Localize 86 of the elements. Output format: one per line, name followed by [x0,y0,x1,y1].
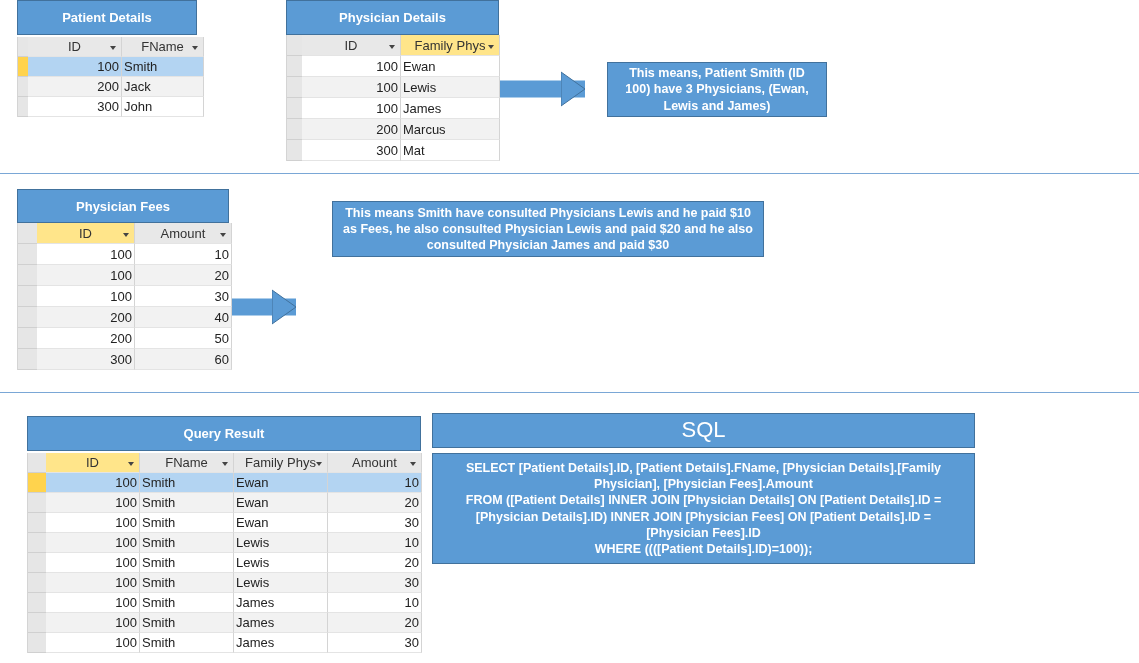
table-cell: Lewis [234,553,328,573]
table-cell: Marcus [401,119,500,140]
table-title: Patient Details [17,0,197,35]
table-cell: 200 [37,307,135,328]
table-cell: 100 [37,265,135,286]
table-title: Physician Details [286,0,499,35]
table-cell: 300 [302,140,401,161]
table-cell: 100 [302,56,401,77]
table-cell: James [234,593,328,613]
column-header: ID [46,453,140,473]
block-arrow [231,289,297,325]
sql-query-text: FROM ([Patient Details] INNER JOIN [Physician Details] ON [Patient Details].ID = [Physician Details].ID) INNER JOIN [Physician Fees] ON [Patient Details].ID = [Physician Fees].ID [464,492,943,541]
table-cell: Jack [122,77,204,97]
table-cell: Smith [140,493,234,513]
sql-query-text: SELECT [Patient Details].ID, [Patient Details].FName, [Physician Details].[Family Physician], [Physician Fees].Amount [464,459,943,493]
table-cell: James [234,613,328,633]
column-header: ID [28,37,122,57]
note-box: This means Smith have consulted Physicians Lewis and he paid $10 as Fees, he also consulted Physician Lewis and paid $20 and he also consulted Physician James and paid $30 [332,201,764,257]
table-cell: Ewan [401,56,500,77]
table-cell: 20 [328,553,422,573]
table-cell: Smith [140,613,234,633]
table-cell: Lewis [234,533,328,553]
column-header: Family Phys [234,453,328,473]
table-cell: Smith [140,533,234,553]
table-cell: Mat [401,140,500,161]
table-cell: Smith [140,593,234,613]
table-cell: Lewis [401,77,500,98]
table-title: Physician Fees [17,189,229,223]
column-header: ID [37,223,135,244]
table-cell: 100 [46,613,140,633]
note-box: This means, Patient Smith (ID 100) have 3 Physicians, (Ewan, Lewis and James) [607,62,827,117]
table-cell: 100 [46,533,140,553]
table-cell: 300 [28,97,122,117]
table-cell: Lewis [234,573,328,593]
table-cell: 40 [135,307,232,328]
block-arrow [499,71,586,107]
table-cell: James [234,633,328,653]
table-cell: 30 [328,573,422,593]
table-cell: Smith [140,513,234,533]
table-cell: 20 [328,613,422,633]
table-cell: Smith [122,57,204,77]
table-cell: 100 [46,553,140,573]
table-cell: 200 [37,328,135,349]
table-cell: 100 [37,244,135,265]
column-header: FName [122,37,204,57]
table-cell: 20 [328,493,422,513]
table-cell: 10 [328,473,422,493]
column-header: Family Phys [401,35,500,56]
table-cell: Smith [140,633,234,653]
table-cell: 100 [37,286,135,307]
table-cell: 30 [135,286,232,307]
column-header: ID [302,35,401,56]
table-cell: 100 [46,513,140,533]
table-cell: 10 [135,244,232,265]
table-cell: John [122,97,204,117]
table-cell: 300 [37,349,135,370]
table-cell: Ewan [234,473,328,493]
sql-query-text: WHERE ((([Patient Details].ID)=100)); [594,541,813,558]
table-cell: 200 [302,119,401,140]
table-cell: Ewan [234,513,328,533]
table-cell: James [401,98,500,119]
table-cell: 30 [328,633,422,653]
table-cell: Smith [140,473,234,493]
table-cell: 10 [328,533,422,553]
table-title: Query Result [27,416,421,451]
table-cell: Smith [140,553,234,573]
table-cell: 100 [46,473,140,493]
table-cell: 100 [302,98,401,119]
table-cell: 20 [135,265,232,286]
table-cell: 30 [328,513,422,533]
table-cell: 100 [46,593,140,613]
table-cell: 100 [302,77,401,98]
table-cell: 100 [46,633,140,653]
table-cell: 100 [28,57,122,77]
sql-heading: SQL [432,413,975,448]
table-cell: 50 [135,328,232,349]
table-cell: 100 [46,573,140,593]
table-cell: 100 [46,493,140,513]
table-cell: Ewan [234,493,328,513]
table-cell: 200 [28,77,122,97]
column-header: Amount [135,223,232,244]
table-cell: 60 [135,349,232,370]
column-header: FName [140,453,234,473]
column-header: Amount [328,453,422,473]
table-cell: 10 [328,593,422,613]
table-cell: Smith [140,573,234,593]
